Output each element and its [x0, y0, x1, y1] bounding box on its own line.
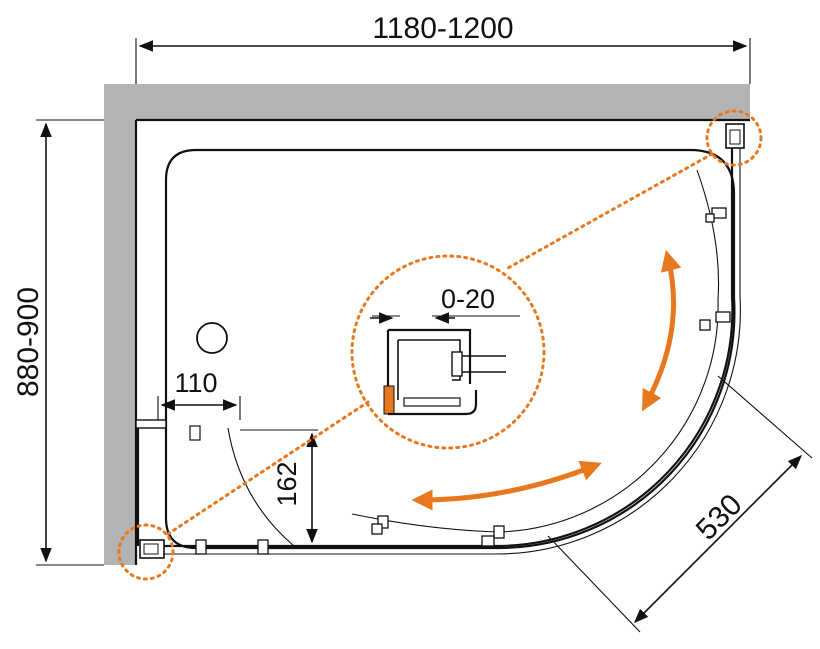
width-label: 1180-1200 [372, 12, 513, 45]
tray-offset-dimension: 162 [240, 429, 318, 544]
width-dimension: 1180-1200 [135, 12, 751, 84]
door-arc-arrow [642, 249, 682, 412]
bottom-corner-callout [117, 523, 175, 581]
wall [104, 84, 750, 565]
profile-detail: 0-20 [370, 284, 520, 416]
tray-offset-label: 162 [272, 461, 302, 506]
drain-offset-label: 110 [174, 368, 217, 398]
profile-seal-icon [383, 385, 395, 415]
depth-label: 880-900 [12, 287, 45, 397]
profile-adjust-label: 0-20 [441, 284, 495, 314]
movement-arrows [411, 249, 682, 511]
detail-callouts [117, 109, 763, 581]
drain-icon [196, 322, 228, 354]
roller-icon [195, 207, 731, 555]
shower-tray [164, 148, 736, 550]
depth-dimension: 880-900 [12, 119, 104, 566]
door-slide-arrow [411, 460, 602, 511]
wall-top [104, 84, 750, 120]
door-width-dimension: 530 [547, 375, 813, 633]
drain-offset-dimension: 110 [157, 368, 241, 420]
top-corner-callout [705, 109, 763, 167]
profile-detail-circle [350, 254, 546, 450]
door-width-label: 530 [690, 488, 749, 547]
wall-left [104, 84, 136, 565]
tray-outline [164, 148, 736, 550]
